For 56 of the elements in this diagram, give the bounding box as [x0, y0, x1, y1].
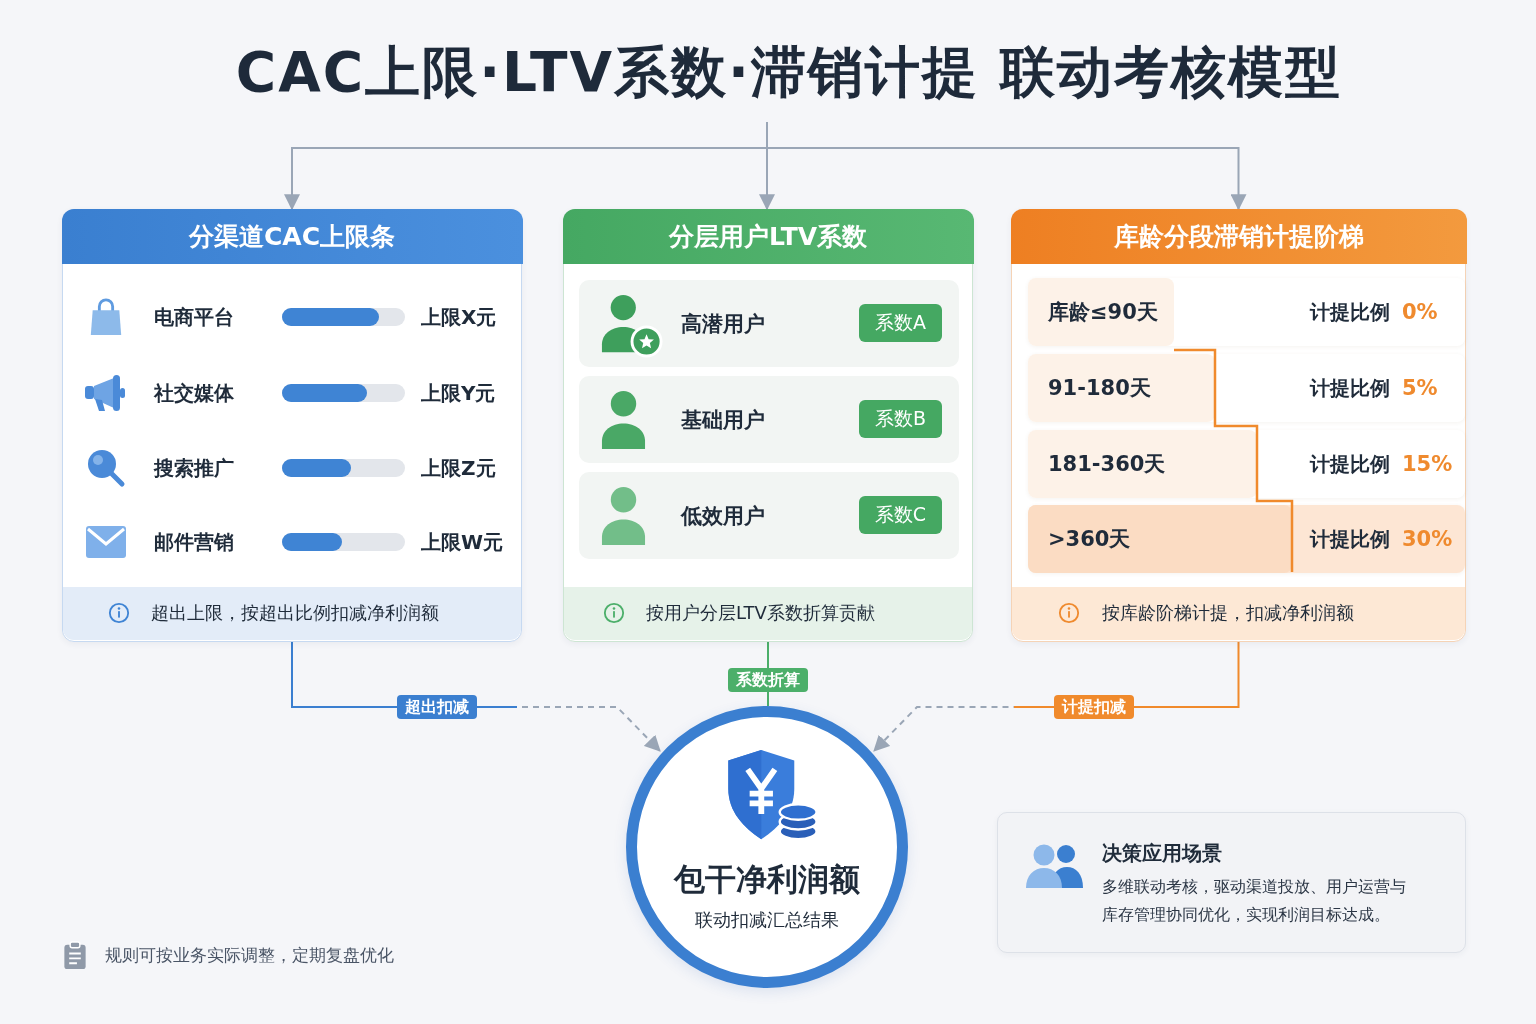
coefficient-badge: 系数B: [859, 400, 942, 438]
edge-label: 系数折算: [728, 668, 808, 692]
note-text: 按用户分层LTV系数折算贡献: [646, 601, 875, 625]
panel-header: 分渠道CAC上限条: [61, 208, 523, 264]
tier-name: 低效用户: [681, 502, 765, 530]
info-card: [997, 812, 1466, 953]
card-title: 决策应用场景: [1102, 840, 1222, 867]
tier-row: [579, 472, 959, 559]
result-title: 包干净利润额: [674, 860, 860, 899]
ratio-label: 计提比例: [1310, 451, 1390, 478]
tier-row: [579, 280, 959, 367]
age-range: 库龄≤90天: [1028, 278, 1174, 346]
result-subtitle: 联动扣减汇总结果: [695, 908, 839, 932]
ratio-label: 计提比例: [1310, 375, 1390, 402]
panel-card: [62, 209, 522, 642]
ratio-label: 计提比例: [1310, 299, 1390, 326]
edge-label: 超出扣减: [397, 695, 477, 719]
tier-row: [579, 376, 959, 463]
limit-value: 上限W元: [421, 529, 504, 556]
panel-header: 库龄分段滞销计提阶梯: [1010, 208, 1467, 264]
note-band: [1012, 587, 1465, 640]
panel-header: 分层用户LTV系数: [562, 208, 974, 264]
channel-name: 邮件营销: [154, 529, 234, 556]
note-text: 按库龄阶梯计提，扣减净利润额: [1102, 601, 1354, 625]
channel-name: 搜索推广: [154, 455, 234, 482]
ratio-value: 0%: [1402, 299, 1438, 326]
age-range: >360天: [1028, 505, 1292, 573]
card-body: 多维联动考核，驱动渠道投放、用户运营与库存管理协同优化，实现利润目标达成。: [1102, 876, 1407, 926]
coefficient-badge: 系数A: [859, 304, 942, 342]
aging-row: [1028, 278, 1465, 346]
footnote: 规则可按业务实际调整，定期复盘优化: [105, 944, 394, 967]
channel-name: 电商平台: [154, 304, 234, 331]
arrow: [766, 121, 1247, 211]
limit-value: 上限Z元: [421, 455, 496, 482]
coefficient-badge: 系数C: [859, 496, 942, 534]
limit-value: 上限X元: [421, 304, 497, 331]
edge-label: 计提扣减: [1053, 695, 1134, 719]
ratio-value: 5%: [1402, 375, 1438, 402]
panel-card: [1011, 209, 1466, 642]
age-range: 181-360天: [1028, 430, 1257, 498]
channel-name: 社交媒体: [154, 380, 234, 407]
aging-row: [1028, 505, 1465, 573]
note-text: 超出上限，按超出比例扣减净利润额: [151, 601, 439, 625]
limit-value: 上限Y元: [421, 380, 496, 407]
ratio-value: 30%: [1402, 526, 1453, 553]
panel-card: [563, 209, 973, 642]
page-title: CAC上限·LTV系数·滞销计提 联动考核模型: [235, 39, 1343, 106]
note-band: [63, 587, 521, 640]
ratio-value: 15%: [1402, 451, 1453, 478]
ratio-label: 计提比例: [1310, 526, 1390, 553]
aging-row: [1028, 354, 1465, 422]
aging-row: [1028, 430, 1465, 498]
tier-name: 基础用户: [681, 406, 765, 434]
note-band: [564, 587, 972, 640]
age-range: 91-180天: [1028, 354, 1215, 422]
tier-name: 高潜用户: [681, 310, 765, 338]
